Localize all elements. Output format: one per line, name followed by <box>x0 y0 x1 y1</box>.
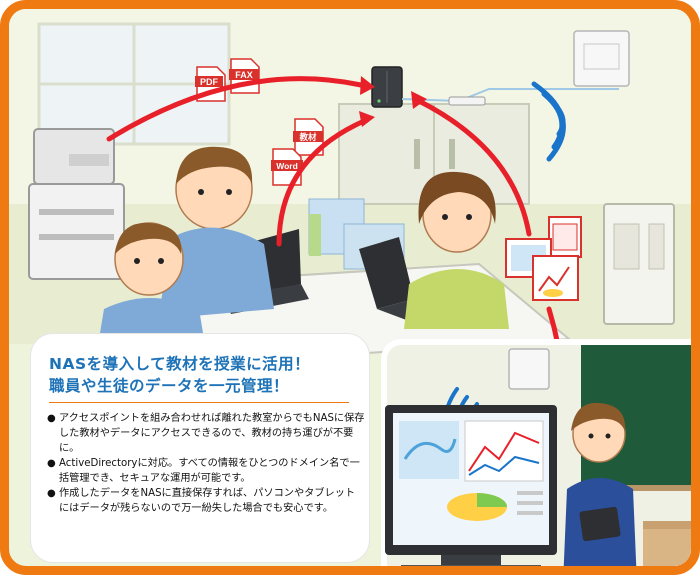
teaching-material-document-icon: 教材 <box>293 118 324 156</box>
classroom-illustration <box>385 345 691 566</box>
svg-text:PDF: PDF <box>200 77 219 87</box>
storage-cabinet <box>603 203 675 325</box>
headline-line-2: 職員や生徒のデータを一元管理！ <box>49 377 290 395</box>
svg-text:FAX: FAX <box>235 70 253 80</box>
headline-line-1: NASを導入して教材を授業に活用！ <box>49 355 311 373</box>
media-files-icon <box>505 216 582 301</box>
headline-divider <box>49 402 349 403</box>
bullet-data-security: 作成したデータをNASに直接保存すれば、パソコンやタブレットにはデータが残らない… <box>47 486 365 516</box>
bullet-access-point: アクセスポイントを組み合わせれば離れた教室からでもNASに保存した教材やデータに… <box>47 411 365 456</box>
interactive-display-icon <box>385 405 557 566</box>
teacher-woman-figure <box>404 171 509 329</box>
wifi-waves-icon <box>531 81 566 162</box>
headline: NASを導入して教材を授業に活用！ 職員や生徒のデータを一元管理！ <box>49 353 369 397</box>
access-point-icon <box>573 30 630 87</box>
svg-text:教材: 教材 <box>298 132 317 143</box>
feature-bullet-list: アクセスポイントを組み合わせれば離れた教室からでもNASに保存した教材やデータに… <box>47 411 365 516</box>
svg-text:Word: Word <box>276 161 298 171</box>
word-document-icon: Word <box>271 148 303 186</box>
office-classroom-illustration: PDF FAX 教材 Word <box>9 9 691 405</box>
classroom-inset <box>381 339 691 566</box>
bullet-active-directory: ActiveDirectoryに対応。すべての情報をひとつのドメイン名で一括管理… <box>47 456 365 486</box>
teacher-man-figure <box>159 146 274 319</box>
nas-server-icon <box>371 66 403 108</box>
multifunction-printer-icon <box>28 128 125 280</box>
student-boy-figure <box>99 222 204 339</box>
student-with-tablet-figure <box>563 402 637 566</box>
access-point-icon <box>508 348 550 390</box>
